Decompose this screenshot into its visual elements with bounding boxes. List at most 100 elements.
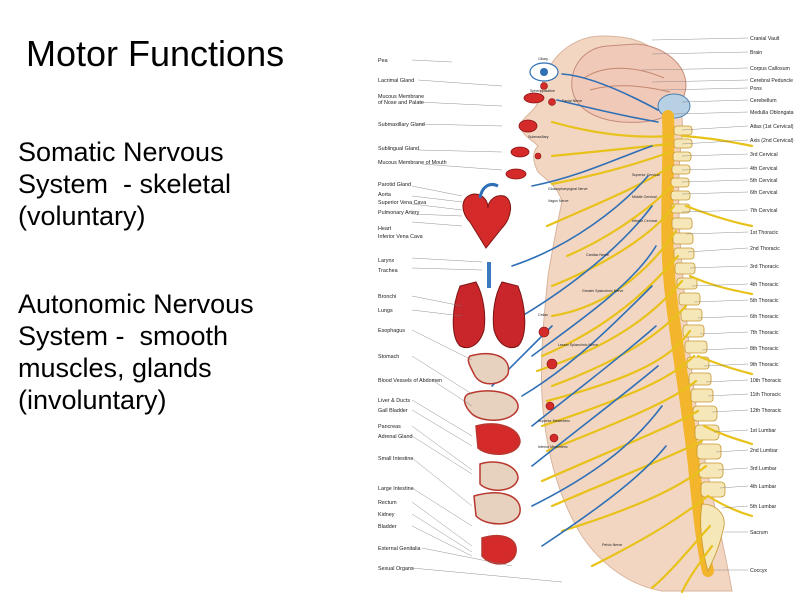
label-cranial-vault: Cranial Vault	[750, 36, 780, 42]
label-brain: Brain	[750, 50, 762, 56]
label-cerebellum: Cerebellum	[750, 98, 777, 104]
label-trachea: Trachea	[378, 268, 398, 274]
nerve-fibers	[535, 120, 754, 594]
label-kidney: Kidney	[378, 512, 395, 518]
label-2nd-lumbar: 2nd Lumbar	[750, 448, 778, 454]
label-pelvic-nerve: Pelvic Nerve	[602, 543, 622, 547]
label-inferior-cervical: Inferior Cervical	[632, 219, 657, 223]
glands	[505, 92, 545, 180]
label-lesser-splanchnic: Lesser Splanchnic Nerve	[558, 343, 598, 347]
label-celiac: Celiac	[538, 313, 548, 317]
label-1st-thoracic: 1st Thoracic	[750, 230, 779, 236]
label-blood-vessels-abdomen: Blood Vessels of Abdomen	[378, 378, 442, 384]
label-inferior-vena-cava: Inferior Vena Cava	[378, 234, 423, 240]
label-esophagus: Esophagus	[378, 328, 405, 334]
label-2nd-thoracic: 2nd Thoracic	[750, 246, 780, 252]
label-6th-thoracic: 6th Thoracic	[750, 314, 779, 320]
label-4th-lumbar: 4th Lumbar	[750, 484, 777, 490]
label-superior-vena-cava: Superior Vena Cava	[378, 200, 426, 206]
label-coccyx: Coccyx	[750, 568, 767, 574]
label-aorta: Aorta	[378, 192, 391, 198]
label-atlas: Atlas (1st Cervical)	[750, 124, 794, 130]
label-gall-bladder: Gall Bladder	[378, 408, 408, 414]
digestive-organs	[463, 353, 521, 565]
slide-title: Motor Functions	[26, 33, 285, 74]
nervous-system-svg: Pea Lacrimal Gland Mucous Membrane of No…	[352, 26, 798, 598]
label-mucous-mouth: Mucous Membrane of Mouth	[378, 160, 447, 166]
bullet-somatic: Somatic Nervous System - skeletal (volun…	[18, 136, 348, 232]
label-cardiac-nerve: Cardiac Nerve	[586, 253, 609, 257]
label-external-genitalia: External Genitalia	[378, 546, 421, 552]
label-mucous-membrane: Mucous Membrane	[378, 94, 424, 100]
label-pea: Pea	[378, 58, 388, 64]
label-parotid-gland: Parotid Gland	[378, 182, 411, 188]
brain-shape	[571, 43, 687, 123]
left-label-leaders	[411, 59, 563, 583]
label-glossopharyngeal: Glossopharyngeal Nerve	[548, 187, 588, 191]
label-facial-nerve: Facial Nerve	[562, 99, 582, 103]
label-vagus-nerve: Vagus Nerve	[548, 199, 569, 203]
label-1st-lumbar: 1st Lumbar	[750, 428, 776, 434]
label-5th-cervical: 5th Cervical	[750, 178, 777, 184]
label-small-intestine: Small Intestine	[378, 456, 413, 462]
label-superior-cervical: Superior Cervical	[632, 173, 660, 177]
label-sphenopalatine: Sphenopalatine	[530, 89, 555, 93]
bullet-line: Somatic Nervous	[18, 137, 224, 167]
label-5th-lumbar: 5th Lumbar	[750, 504, 777, 510]
bullet-line: Autonomic Nervous	[18, 289, 254, 319]
label-3rd-thoracic: 3rd Thoracic	[750, 264, 779, 270]
right-labels: Cranial Vault Brain Corpus Callosum Cere…	[750, 36, 794, 574]
label-6th-cervical: 6th Cervical	[750, 190, 777, 196]
label-7th-thoracic: 7th Thoracic	[750, 330, 779, 336]
label-12th-thoracic: 12th Thoracic	[750, 408, 782, 414]
vertebrae	[670, 125, 726, 573]
label-sexual-organs: Sexual Organs	[378, 566, 414, 572]
label-11th-thoracic: 11th Thoracic	[750, 392, 781, 398]
label-10th-thoracic: 10th Thoracic	[750, 378, 782, 384]
label-corpus-callosum: Corpus Callosum	[750, 66, 790, 72]
bullet-line: muscles, glands	[18, 353, 212, 383]
label-ciliary: Ciliary	[538, 57, 548, 61]
bullet-autonomic: Autonomic Nervous System - smooth muscle…	[18, 288, 348, 416]
label-axis: Axis (2nd Cervical)	[750, 138, 794, 144]
left-labels: Pea Lacrimal Gland Mucous Membrane of No…	[378, 58, 447, 572]
label-rectum: Rectum	[378, 500, 397, 506]
label-lacrimal-gland: Lacrimal Gland	[378, 78, 414, 84]
label-7th-cervical: 7th Cervical	[750, 208, 777, 214]
label-3rd-cervical: 3rd Cervical	[750, 152, 778, 158]
label-submaxillary: Submaxillary	[528, 135, 549, 139]
label-superior-mesenteric: Superior Mesenteric	[538, 419, 570, 423]
bullet-line: (voluntary)	[18, 201, 146, 231]
label-bladder: Bladder	[378, 524, 397, 530]
label-nose-palate: of Nose and Palate	[378, 100, 424, 106]
label-stomach: Stomach	[378, 354, 399, 360]
nervous-system-diagram: Pea Lacrimal Gland Mucous Membrane of No…	[352, 26, 798, 598]
ganglia	[534, 82, 559, 443]
right-label-leaders	[641, 37, 749, 571]
label-heart: Heart	[378, 226, 392, 232]
label-5th-thoracic: 5th Thoracic	[750, 298, 779, 304]
bullet-line: (involuntary)	[18, 385, 167, 415]
heart-organ	[462, 183, 511, 249]
label-bronchi: Bronchi	[378, 294, 396, 300]
inner-labels: Ciliary Sphenopalatine Facial Nerve Subm…	[528, 57, 660, 547]
label-pulmonary-artery: Pulmonary Artery	[378, 210, 420, 216]
label-adrenal-gland: Adrenal Gland	[378, 434, 412, 440]
label-sacrum: Sacrum	[750, 530, 768, 536]
label-lungs: Lungs	[378, 308, 393, 314]
label-large-intestine: Large Intestine	[378, 486, 414, 492]
label-9th-thoracic: 9th Thoracic	[750, 362, 779, 368]
label-submaxillary-gland: Submaxillary Gland	[378, 122, 425, 128]
label-4th-thoracic: 4th Thoracic	[750, 282, 779, 288]
label-liver-ducts: Liver & Ducts	[378, 398, 410, 404]
label-sublingual-gland: Sublingual Gland	[378, 146, 419, 152]
label-pons: Pons	[750, 86, 762, 92]
label-inferior-mesenteric: Inferior Mesenteric	[538, 445, 568, 449]
label-pancreas: Pancreas	[378, 424, 401, 430]
label-3rd-lumbar: 3rd Lumbar	[750, 466, 777, 472]
label-4th-cervical: 4th Cervical	[750, 166, 777, 172]
lungs-organ	[452, 262, 526, 349]
eye-organ	[529, 62, 559, 82]
label-larynx: Larynx	[378, 258, 394, 264]
label-medulla-oblongata: Medulla Oblongata	[750, 110, 794, 116]
